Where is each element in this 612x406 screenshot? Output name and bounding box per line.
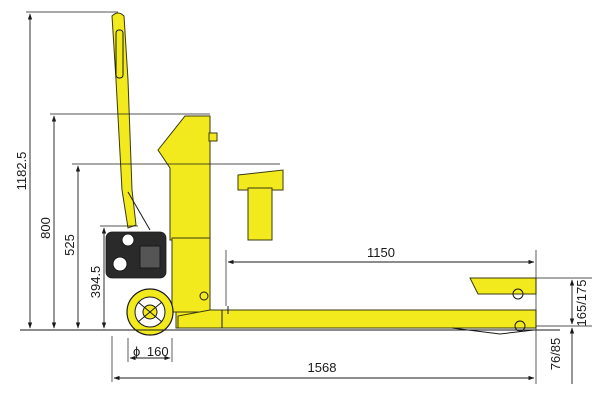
scale-display-unit: [237, 169, 284, 241]
dimension-overall-height: 1182.5: [14, 13, 33, 329]
fork: [177, 277, 537, 335]
pallet-truck-illustration: [20, 12, 560, 336]
dimension-scale-height: 800: [38, 115, 57, 329]
extension-lines: [26, 11, 592, 384]
dimension-label-pump-height: 394.5: [88, 266, 103, 299]
dimension-fork-length: 1150: [227, 245, 535, 265]
dimension-pump-height: 394.5: [88, 227, 107, 329]
scale-display-head: [157, 115, 218, 241]
dimension-label-handle-pivot-height: 525: [62, 234, 77, 256]
dimension-label-overall-length: 1568: [308, 360, 337, 375]
dimension-label-lowered-height: 76/85: [548, 338, 563, 371]
handle: [111, 12, 151, 231]
steering-wheel: [126, 288, 174, 336]
dimension-label-scale-height: 800: [38, 217, 53, 239]
dimension-wheel-diameter: ϕ 160: [129, 344, 171, 361]
wheel-diameter-value: 160: [147, 344, 169, 359]
hydraulic-pump: [105, 231, 167, 279]
dimension-label-wheel-diameter: ϕ 160: [133, 344, 169, 359]
dimension-label-fork-length: 1150: [367, 245, 395, 260]
dimension-label-overall-height: 1182.5: [14, 152, 29, 191]
dimension-lowered-height: 76/85: [548, 327, 575, 384]
dimension-fork-height: 165/175: [569, 279, 589, 327]
diameter-symbol: ϕ: [133, 344, 140, 359]
dimension-overall-length: 1568: [113, 360, 535, 381]
dimension-label-fork-height: 165/175: [574, 280, 589, 327]
dimension-handle-pivot-height: 525: [62, 165, 81, 329]
